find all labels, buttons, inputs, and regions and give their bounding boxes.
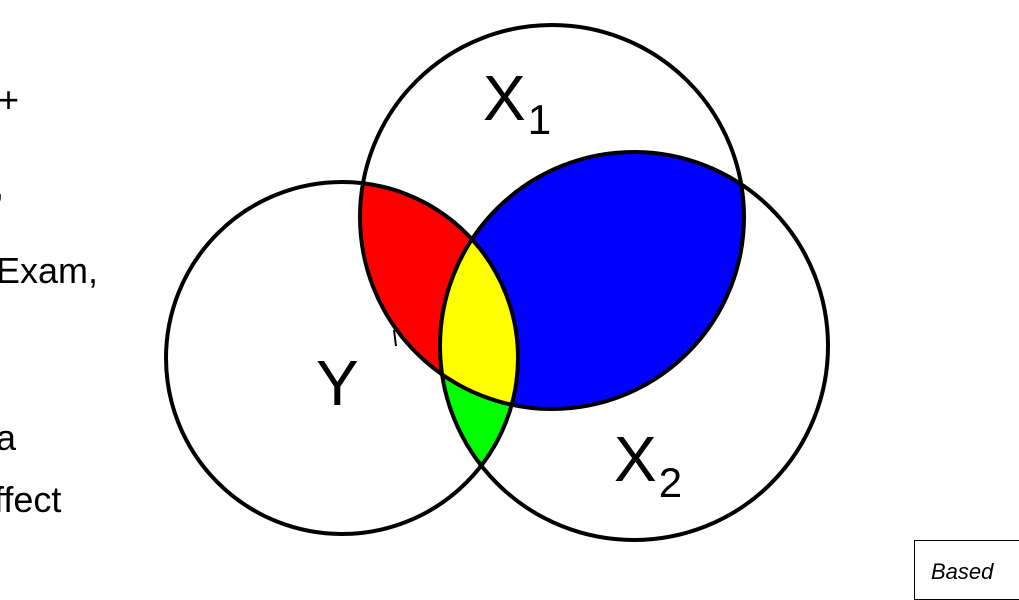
region-x1-x2-only	[440, 152, 744, 409]
label-x1-subscript: 1	[528, 96, 551, 143]
text-fragment-a: a	[0, 417, 17, 458]
venn-diagram: Y X1 X2	[164, 23, 830, 542]
label-x2-main: X	[614, 423, 657, 495]
label-y: Y	[316, 347, 359, 419]
text-fragment-comma: ,	[0, 168, 4, 204]
text-fragment-plus: +	[0, 79, 20, 120]
label-y-main: Y	[316, 347, 359, 419]
source-note-box: Based	[914, 540, 1019, 600]
text-fragment-exam: Exam,	[0, 250, 99, 291]
text-fragment-ffect: ffect	[0, 479, 62, 520]
circle-y-outline	[164, 180, 520, 536]
circle-x2-outline	[438, 150, 830, 542]
label-x2-subscript: 2	[659, 459, 682, 506]
label-x1-main: X	[483, 62, 526, 134]
label-x2: X2	[614, 423, 682, 506]
circle-x1-outline	[358, 23, 746, 411]
label-x1: X1	[483, 62, 551, 143]
tick-mark	[393, 329, 397, 347]
source-note-text: Based	[931, 559, 994, 584]
